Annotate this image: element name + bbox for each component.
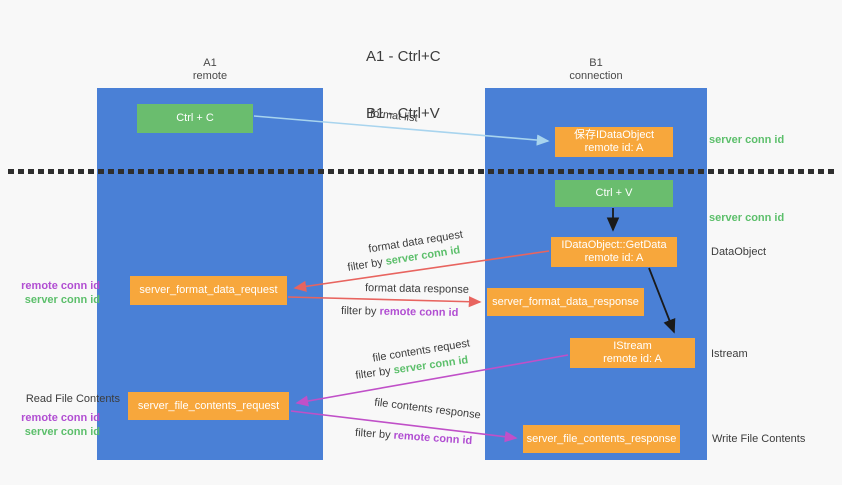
remote-conn-id-label-1: remote conn id	[21, 280, 100, 292]
idataobject-getdata-line1: IDataObject::GetData	[561, 239, 667, 251]
idataobject-getdata-node: IDataObject::GetData remote id: A	[551, 237, 677, 267]
istream-line1: IStream	[613, 340, 652, 352]
ctrl-v-node: Ctrl + V	[555, 180, 673, 207]
ctrl-c-node: Ctrl + C	[137, 104, 253, 133]
server-format-data-request-label: server_format_data_request	[139, 284, 278, 296]
server-format-data-request-node: server_format_data_request	[130, 276, 287, 305]
write-file-contents-label: Write File Contents	[712, 433, 806, 445]
istream-side-label: Istream	[711, 348, 748, 360]
server-conn-id-mid-label: server conn id	[709, 212, 785, 224]
network-boundary-dotted-line	[8, 169, 836, 174]
lane-b1-role: connection	[569, 70, 623, 82]
server-file-contents-request-node: server_file_contents_request	[128, 392, 289, 420]
save-idataobject-line1: 保存IDataObject	[573, 129, 655, 141]
read-file-contents-label: Read File Contents	[25, 393, 120, 405]
file-contents-response-edge-label: file contents response	[373, 396, 482, 422]
file-contents-response-filter-label: filter by remote conn id	[355, 427, 473, 447]
server-file-contents-response-label: server_file_contents_response	[526, 432, 677, 445]
lane-a1-role: remote	[192, 70, 228, 82]
dataobject-label: DataObject	[711, 246, 767, 258]
server-conn-id-top-label: server conn id	[709, 134, 785, 146]
istream-line2: remote id: A	[603, 353, 662, 365]
save-idataobject-line2: remote id: A	[584, 142, 644, 154]
filter-by-text: filter by	[354, 426, 394, 442]
lane-a1-name: A1	[203, 57, 217, 69]
ctrl-v-label: Ctrl + V	[595, 187, 633, 199]
filter-by-text: filter by	[354, 364, 395, 382]
title-line-1: A1 - Ctrl+C	[366, 48, 441, 65]
server-conn-id-label-1: server conn id	[24, 294, 100, 306]
diagram-title: A1 - Ctrl+C B1 - Ctrl+V	[366, 9, 441, 161]
remote-conn-id-filter-text: remote conn id	[393, 429, 473, 448]
server-format-data-response-node: server_format_data_response	[487, 288, 644, 316]
lane-header-b1: B1 connection	[485, 57, 707, 83]
remote-conn-id-filter-text: remote conn id	[379, 305, 459, 320]
save-idataobject-node: 保存IDataObject remote id: A	[555, 127, 673, 157]
server-format-data-response-label: server_format_data_response	[492, 295, 639, 308]
ctrl-c-label: Ctrl + C	[176, 112, 214, 124]
istream-node: IStream remote id: A	[570, 338, 695, 368]
server-file-contents-response-node: server_file_contents_response	[523, 425, 680, 453]
format-data-response-filter-label: filter by remote conn id	[341, 305, 459, 319]
remote-conn-id-label-2: remote conn id	[21, 412, 100, 424]
lane-b1-name: B1	[589, 57, 603, 69]
filter-by-text: filter by	[346, 255, 387, 274]
filter-by-text: filter by	[340, 304, 380, 318]
server-file-contents-request-label: server_file_contents_request	[137, 399, 280, 412]
format-data-response-edge-label: format data response	[364, 282, 470, 296]
idataobject-getdata-line2: remote id: A	[584, 252, 644, 264]
lane-header-a1: A1 remote	[97, 57, 323, 83]
server-conn-id-label-2: server conn id	[24, 426, 100, 438]
